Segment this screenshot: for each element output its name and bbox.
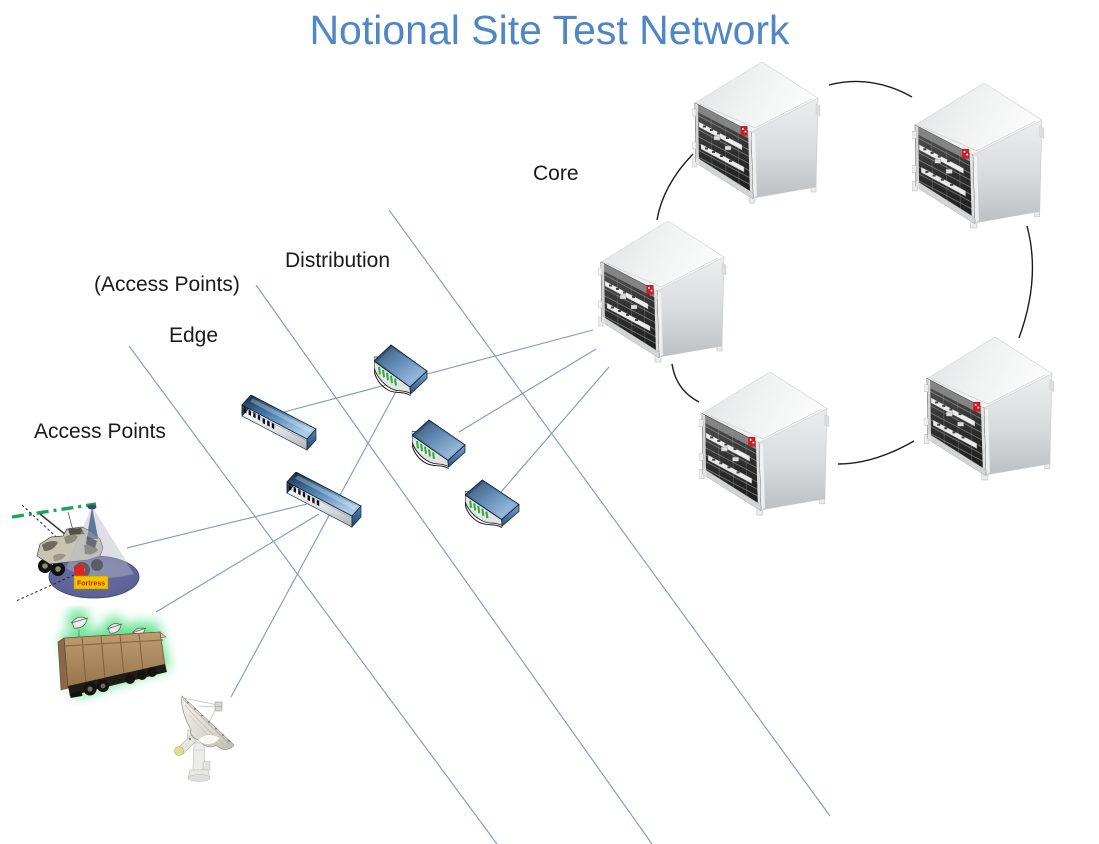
link-rack-to-vehicle xyxy=(126,503,308,549)
core-router-left xyxy=(598,221,727,363)
ring-arc-bottom-to-left xyxy=(671,363,700,403)
zone-line-core-distribution xyxy=(388,209,831,817)
link-rack-to-truck xyxy=(155,513,320,613)
core-router-bottom-right xyxy=(924,337,1055,481)
core-router-bottom xyxy=(699,372,830,516)
zone-line-edge-access xyxy=(128,345,498,844)
zone-separator-lines xyxy=(128,209,831,844)
distribution-switch-middle xyxy=(412,419,467,469)
zone-label-access-points: Access Points xyxy=(34,420,166,443)
zone-label-access-points-paren: (Access Points) xyxy=(94,273,240,296)
ring-arc-right-to-bottomright xyxy=(1018,225,1034,339)
edge-switch-upper xyxy=(241,395,317,451)
fortress-vehicle xyxy=(10,502,141,603)
core-ring-arcs xyxy=(656,80,1034,465)
link-core-to-switch-middle xyxy=(458,348,597,433)
link-core-to-switch-top xyxy=(283,329,594,413)
link-switch-to-dish xyxy=(230,385,400,698)
ring-arc-bottomright-to-bottom xyxy=(837,440,915,465)
ring-arc-left-to-top xyxy=(656,153,694,221)
link-core-to-switch-bottom xyxy=(500,366,610,493)
satellite-dish xyxy=(174,695,235,782)
comms-truck xyxy=(58,609,170,698)
connection-lines xyxy=(126,329,610,698)
diagram-title: Notional Site Test Network xyxy=(309,7,790,53)
zone-label-edge: Edge xyxy=(169,324,219,347)
zone-line-distribution-edge xyxy=(255,284,653,844)
zone-label-distribution: Distribution xyxy=(285,249,391,272)
distribution-switch-bottom xyxy=(465,479,521,528)
core-router-right xyxy=(912,83,1045,229)
edge-switch-lower xyxy=(286,472,362,528)
ring-arc-top-to-right xyxy=(828,80,913,98)
distribution-switch-top xyxy=(374,344,429,396)
zone-label-core: Core xyxy=(533,162,579,185)
core-router-top xyxy=(692,62,821,204)
